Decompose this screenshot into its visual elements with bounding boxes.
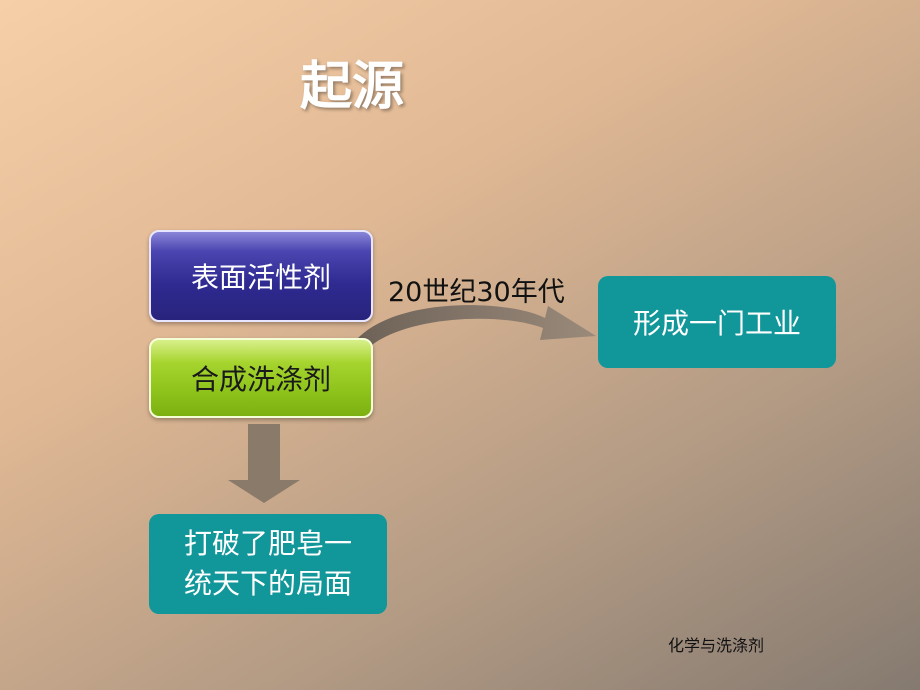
curved-arrow: [358, 305, 596, 345]
slide-footer: 化学与洗涤剂: [668, 636, 765, 655]
slide-title: 起源: [300, 57, 405, 117]
era-label: 20世纪30年代: [388, 277, 565, 308]
synthetic-detergent-label: 合成洗涤剂: [190, 363, 331, 396]
industry-box: 形成一门工业: [598, 276, 836, 368]
break-monopoly-box: 打破了肥皂一 统天下的局面: [149, 514, 387, 614]
break-label-line1: 打破了肥皂一: [183, 527, 352, 560]
surfactant-box: 表面活性剂: [149, 230, 373, 322]
surfactant-label: 表面活性剂: [190, 261, 331, 294]
break-label-line2: 统天下的局面: [183, 567, 352, 600]
synthetic-detergent-box: 合成洗涤剂: [149, 338, 373, 418]
down-arrow: [228, 424, 300, 503]
industry-label: 形成一门工业: [632, 307, 801, 340]
